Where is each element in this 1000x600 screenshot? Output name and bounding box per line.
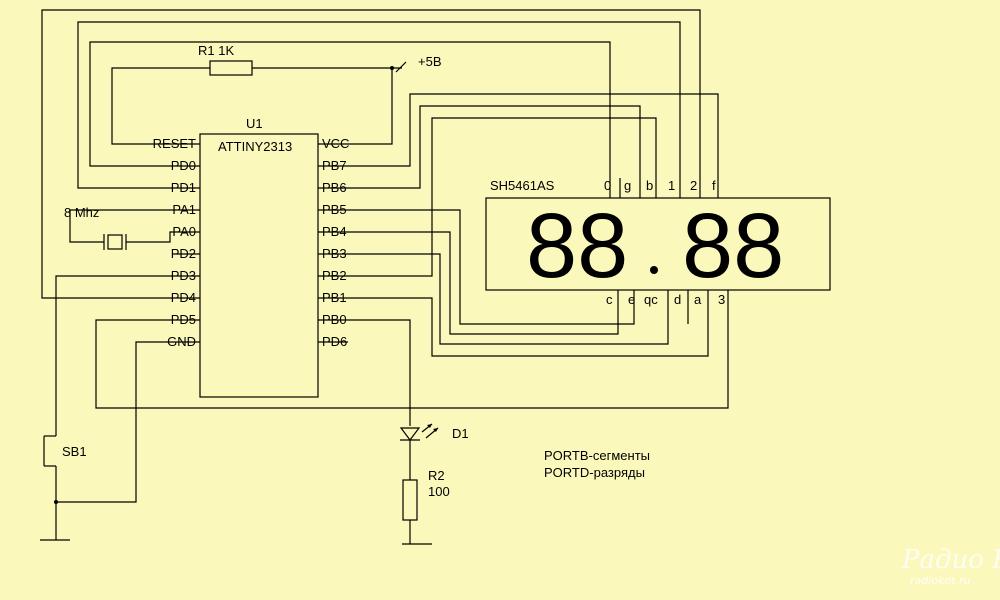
wire-pd0 bbox=[89, 41, 611, 178]
pin-label: PD3 bbox=[171, 268, 196, 283]
led-d1: D1 bbox=[399, 423, 469, 441]
display-top-pins: 0 g b 1 2 f bbox=[604, 178, 716, 193]
pin-label: PB4 bbox=[322, 224, 347, 239]
wire-pd3 bbox=[55, 275, 200, 436]
pin-label: f bbox=[712, 178, 716, 193]
mcu-body bbox=[199, 133, 319, 398]
wire-pb3 bbox=[318, 253, 669, 345]
wire-pb1 bbox=[318, 297, 709, 357]
watermark-url: radiokot.ru bbox=[910, 574, 970, 587]
wire-gnd bbox=[56, 341, 200, 503]
crystal-label: 8 Mhz bbox=[64, 205, 99, 220]
resistor-r2-ref: R2 bbox=[428, 468, 445, 483]
mcu-left-pins: RESET PD0 PD1 PA1 PA0 PD2 PD3 PD4 PD5 GN… bbox=[153, 136, 196, 349]
wire-pb2 bbox=[318, 117, 657, 277]
pin-label: 2 bbox=[690, 178, 697, 193]
resistor-r1: R1 1K bbox=[198, 43, 253, 76]
led-d1-triangle bbox=[399, 427, 421, 441]
pin-label: qc bbox=[644, 292, 658, 307]
button-sb1: SB1 bbox=[43, 435, 87, 467]
led-d1-label: D1 bbox=[452, 426, 469, 441]
pin-label: 1 bbox=[668, 178, 675, 193]
wire-pb4 bbox=[318, 231, 619, 335]
pin-label: VCC bbox=[322, 136, 349, 151]
pin-label: PB2 bbox=[322, 268, 347, 283]
display-decimal-point bbox=[650, 266, 658, 274]
pin-label: PB3 bbox=[322, 246, 347, 261]
mcu-part: ATTINY2313 bbox=[218, 139, 292, 154]
mcu-ref: U1 bbox=[246, 116, 263, 131]
pin-label: g bbox=[624, 178, 631, 193]
wire-pb5 bbox=[318, 209, 635, 325]
pin-label: PB7 bbox=[322, 158, 347, 173]
pin-label: e bbox=[628, 292, 635, 307]
pin-label: PA1 bbox=[172, 202, 196, 217]
pin-label: PD0 bbox=[171, 158, 196, 173]
pin-label: RESET bbox=[153, 136, 196, 151]
wire-vcc bbox=[318, 67, 402, 145]
resistor-r2: R2 100 bbox=[402, 468, 450, 521]
wire-xtal-pa1 bbox=[69, 209, 200, 243]
wire-pb6 bbox=[318, 105, 641, 189]
resistor-r2-body bbox=[402, 479, 418, 521]
pin-label: PB5 bbox=[322, 202, 347, 217]
watermark-logo: Радио КОТ bbox=[901, 545, 1000, 575]
button-sb1-label: SB1 bbox=[62, 444, 87, 459]
pin-label: d bbox=[674, 292, 681, 307]
wire-pb0 bbox=[318, 319, 411, 426]
wire-pd5 bbox=[95, 312, 729, 409]
pin-label: PB0 bbox=[322, 312, 347, 327]
wire-pd4 bbox=[41, 9, 701, 299]
note-portb: PORTB-сегменты bbox=[544, 448, 650, 463]
supply-label: +5B bbox=[418, 54, 442, 69]
wire-pb7 bbox=[318, 93, 719, 178]
display-sh5461as: SH5461AS 88 88 0 g b 1 2 f c e qc d a 3 bbox=[485, 178, 831, 307]
display-part: SH5461AS bbox=[490, 178, 555, 193]
wire-pd1 bbox=[77, 21, 681, 189]
pin-label: c bbox=[606, 292, 613, 307]
pin-label: 0 bbox=[604, 178, 611, 193]
display-digits-right: 88 bbox=[682, 195, 784, 297]
pin-label: PA0 bbox=[172, 224, 196, 239]
resistor-r1-body bbox=[209, 60, 253, 76]
pin-label: PD6 bbox=[322, 334, 347, 349]
wire-reset bbox=[111, 67, 210, 145]
pin-label: PD4 bbox=[171, 290, 196, 305]
crystal: 8 Mhz bbox=[64, 205, 127, 250]
mcu-right-pins: VCC PB7 PB6 PB5 PB4 PB3 PB2 PB1 PB0 PD6 bbox=[322, 136, 349, 349]
wires bbox=[40, 9, 729, 545]
pin-label: PD2 bbox=[171, 246, 196, 261]
display-bottom-pins: c e qc d a 3 bbox=[606, 292, 725, 307]
pin-label: b bbox=[646, 178, 653, 193]
watermark: Радио КОТ radiokot.ru bbox=[901, 545, 1000, 587]
pin-label: PD1 bbox=[171, 180, 196, 195]
pin-label: a bbox=[694, 292, 702, 307]
crystal-body bbox=[107, 234, 123, 250]
wire-xtal-pa0 bbox=[126, 231, 200, 243]
pin-label: PB6 bbox=[322, 180, 347, 195]
pin-label: PD5 bbox=[171, 312, 196, 327]
pin-label: 3 bbox=[718, 292, 725, 307]
display-body bbox=[485, 197, 831, 291]
resistor-r2-value: 100 bbox=[428, 484, 450, 499]
note-portd: PORTD-разряды bbox=[544, 465, 645, 480]
pin-label: GND bbox=[167, 334, 196, 349]
display-digits-left: 88 bbox=[526, 195, 628, 297]
pin-label: PB1 bbox=[322, 290, 347, 305]
resistor-r1-label: R1 1K bbox=[198, 43, 234, 58]
mcu-u1: U1 ATTINY2313 RESET PD0 PD1 PA1 PA0 PD2 … bbox=[153, 116, 349, 398]
